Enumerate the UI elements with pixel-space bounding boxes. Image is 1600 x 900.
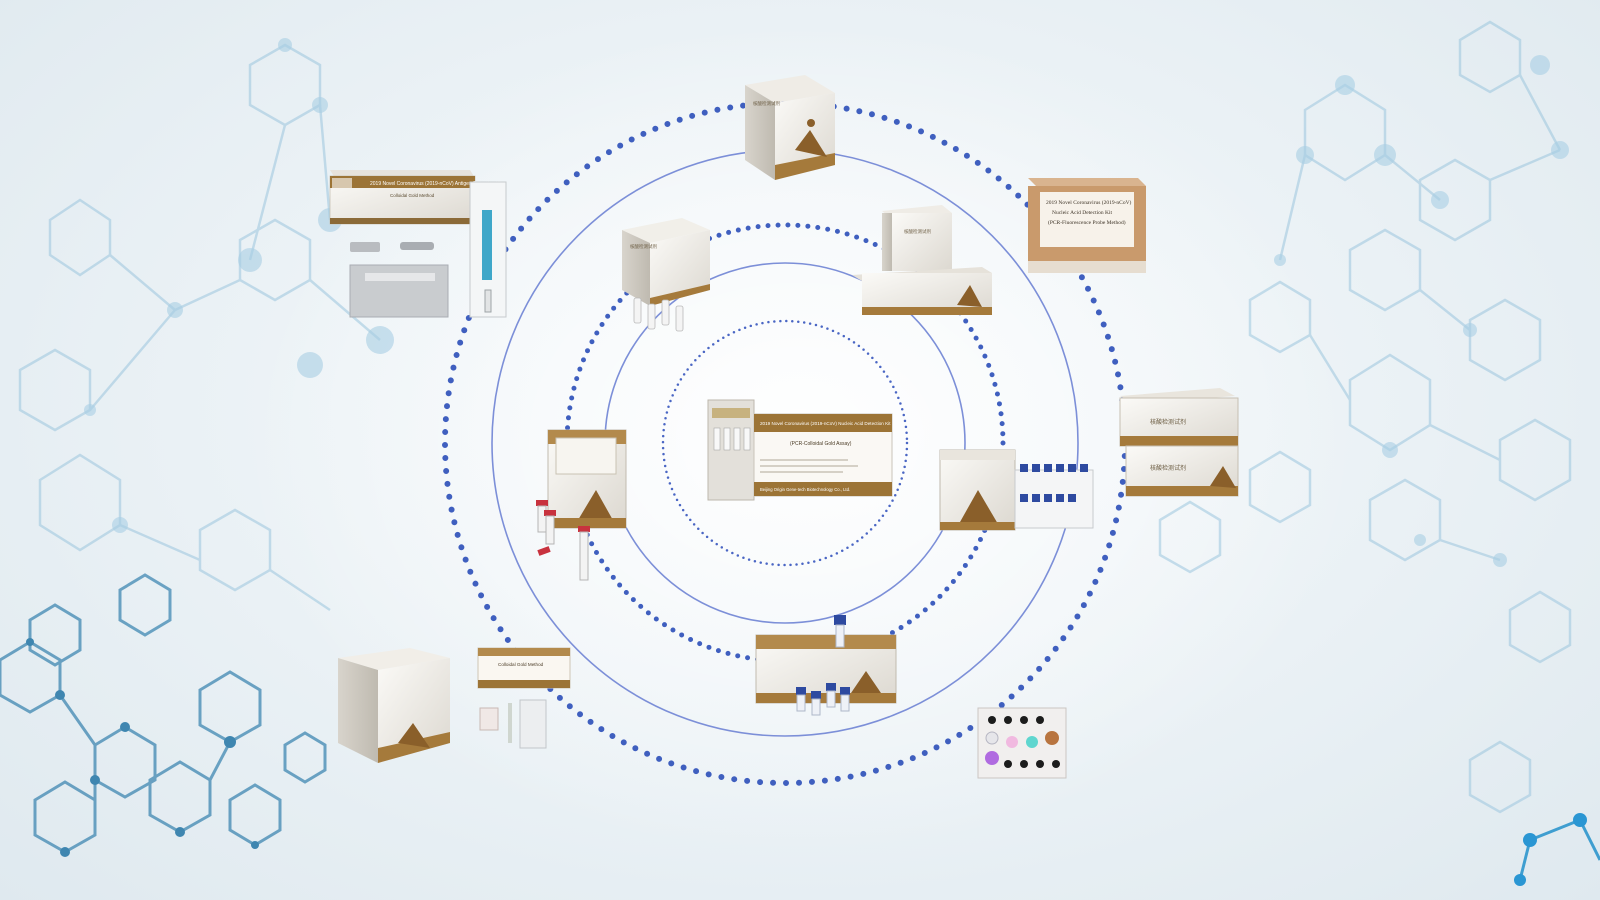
antigen-kit-title: 2019 Novel Coronavirus (2019-nCoV) Antig… xyxy=(370,181,502,187)
inner-dotted-ring xyxy=(661,319,909,567)
product-colored-tube-rack[interactable] xyxy=(977,707,1067,779)
molecule-background xyxy=(18,20,1572,814)
product-pcr-colloidal-gold-assay-kit[interactable]: 2019 Novel Coronavirus (2019-nCoV) Nucle… xyxy=(707,399,893,501)
product-reagent-box-with-tubes-left[interactable]: 核酸检测试剂 xyxy=(622,218,710,332)
top-kit-label: 核酸检测试剂 xyxy=(753,100,780,107)
colloidal-kit-label: Colloidal Gold Method xyxy=(498,662,544,667)
product-colloidal-gold-test-kit[interactable]: Colloidal Gold Method xyxy=(338,647,571,763)
pcr-kit-line3: (PCR-Fluorescence Probe Method) xyxy=(1048,219,1126,226)
product-nucleic-acid-kit-top[interactable]: 核酸检测试剂 xyxy=(745,75,835,180)
molecule-cluster-lower-left-nodes xyxy=(26,638,259,857)
product-reagent-box-stack-right[interactable]: 核酸检测试剂 xyxy=(852,205,992,315)
product-vial-kit-bottom[interactable] xyxy=(755,615,897,716)
stack-box-label-2: 核酸检测试剂 xyxy=(1150,464,1186,472)
molecule-cluster-lower-left xyxy=(0,573,327,854)
antigen-kit-method: Colloidal Gold Method xyxy=(390,193,435,198)
pcr-kit-line2: Nucleic Acid Detection Kit xyxy=(1052,210,1112,216)
stack-box-label-1: 核酸检测试剂 xyxy=(1150,418,1186,426)
molecule-cluster-lower-right xyxy=(1518,818,1600,881)
molecule-cluster-lower-right-nodes xyxy=(1514,813,1587,886)
product-antigen-detection-kit[interactable]: 2019 Novel Coronavirus (2019-nCoV) Antig… xyxy=(329,170,507,318)
product-pcr-fluorescence-kit[interactable]: 2019 Novel Coronavirus (2019-nCoV) Nucle… xyxy=(1028,178,1146,273)
product-stacked-kit-boxes[interactable]: 核酸检测试剂 核酸检测试剂 xyxy=(1119,388,1239,497)
center-kit-title: 2019 Novel Coronavirus (2019-nCoV) Nucle… xyxy=(760,421,891,426)
pcr-kit-line1: 2019 Novel Coronavirus (2019-nCoV) xyxy=(1046,199,1132,206)
left-box-label: 核酸检测试剂 xyxy=(630,243,657,250)
product-sampling-tube-kit[interactable] xyxy=(536,429,627,581)
right-box-label: 核酸检测试剂 xyxy=(904,228,931,235)
center-kit-company: Beijing Origin Gene-tech Biotechnology C… xyxy=(760,487,850,492)
center-kit-method: (PCR-Colloidal Gold Assay) xyxy=(790,441,852,447)
product-vial-rack-kit[interactable] xyxy=(939,449,1094,531)
